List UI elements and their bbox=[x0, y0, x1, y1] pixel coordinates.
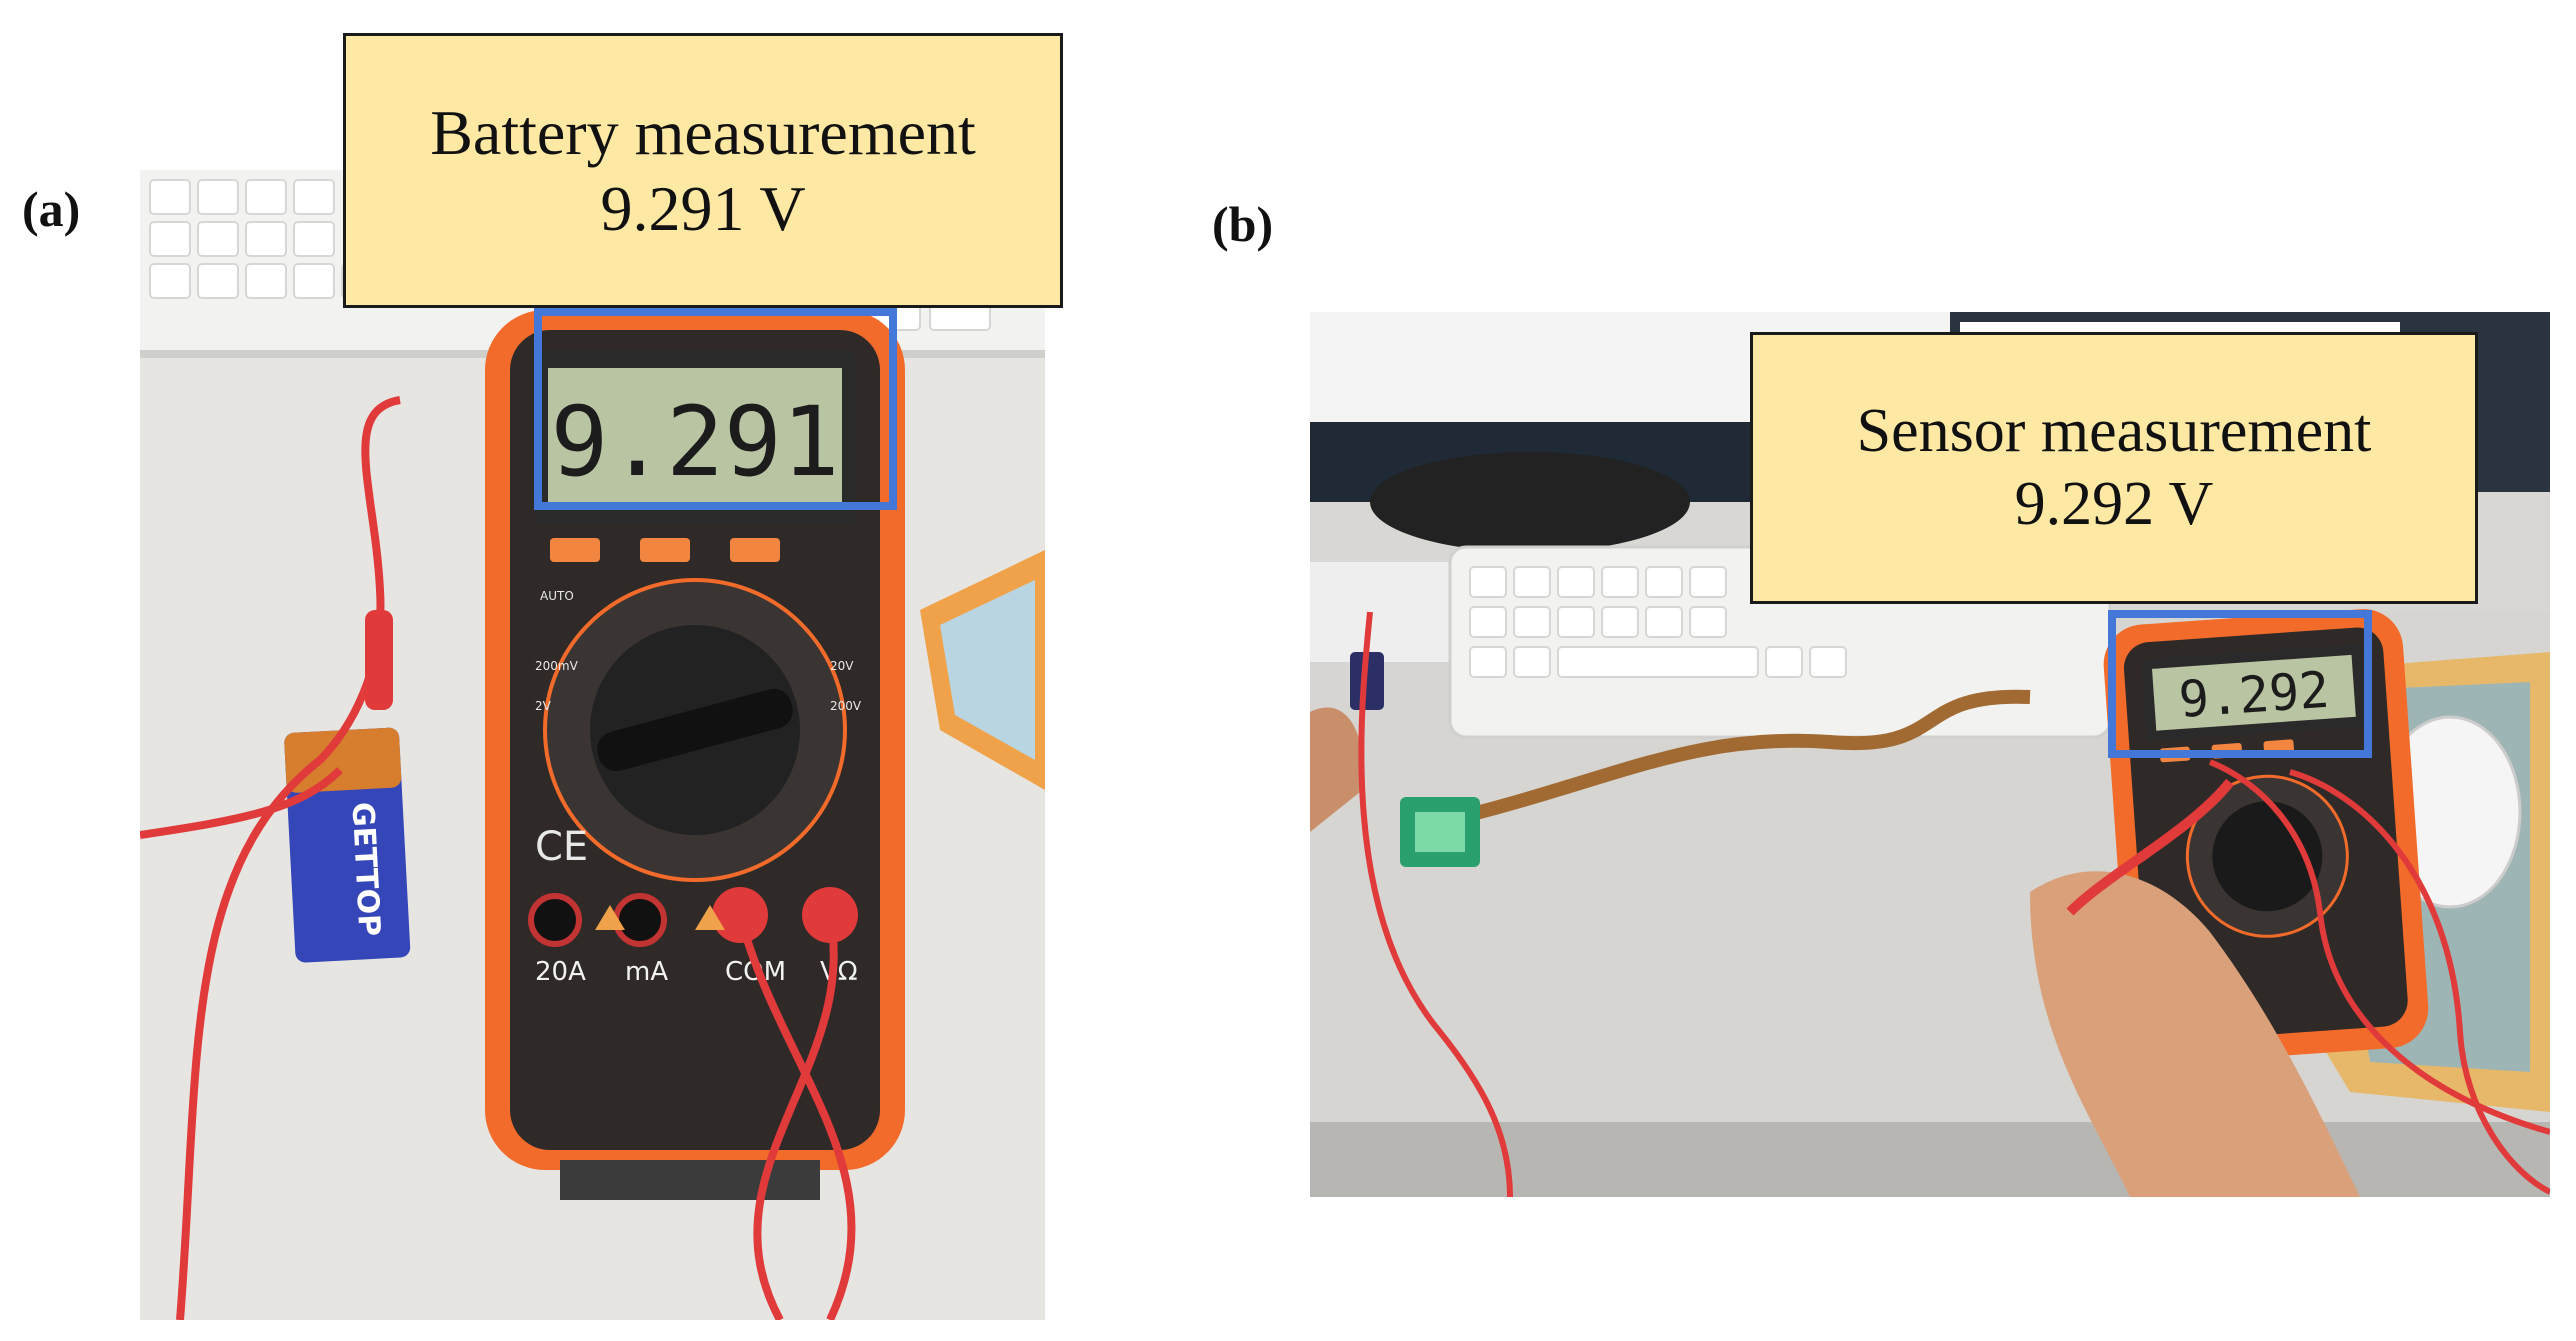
svg-text:AUTO: AUTO bbox=[540, 589, 574, 603]
callout-sensor-measurement: Sensor measurement 9.292 V bbox=[1750, 332, 2478, 604]
lcd-reading-a: 9.291 bbox=[551, 386, 840, 498]
battery-brand-text: GETTOP bbox=[345, 801, 387, 937]
panel-label-b: (b) bbox=[1212, 196, 1274, 252]
callout-battery-measurement: Battery measurement 9.291 V bbox=[343, 33, 1063, 308]
svg-text:20V: 20V bbox=[830, 659, 854, 673]
svg-text:2V: 2V bbox=[535, 699, 552, 713]
port-label-ma: mA bbox=[625, 957, 668, 987]
lcd-reading-b: 9.292 bbox=[2177, 661, 2331, 729]
callout-title-b: Sensor measurement bbox=[1856, 396, 2372, 465]
callout-value-b: 9.292 V bbox=[2014, 470, 2214, 538]
panel-label-a: (a) bbox=[22, 181, 81, 237]
port-label-20a: 20A bbox=[535, 957, 586, 987]
svg-text:200mV: 200mV bbox=[535, 659, 579, 673]
callout-value-a: 9.291 V bbox=[600, 172, 806, 244]
port-label-v: VΩ bbox=[820, 957, 858, 987]
display-highlight-box-b bbox=[2108, 610, 2372, 758]
callout-title-a: Battery measurement bbox=[430, 96, 976, 168]
display-highlight-box-a bbox=[534, 308, 897, 510]
svg-text:200V: 200V bbox=[830, 699, 862, 713]
svg-text:CE: CE bbox=[535, 824, 588, 870]
